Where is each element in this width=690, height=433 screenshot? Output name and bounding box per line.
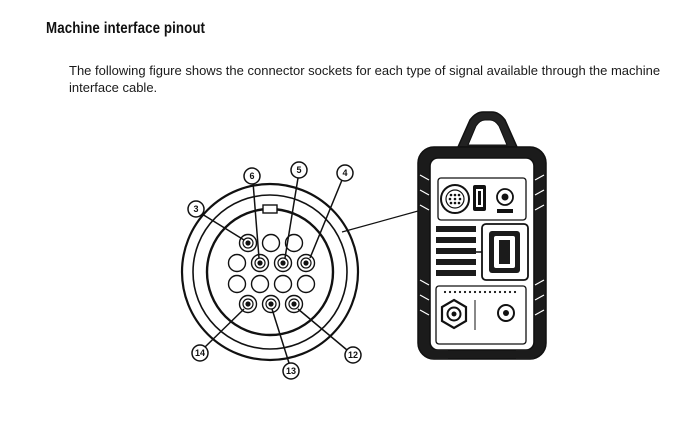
pin-socket-row3-4 xyxy=(296,274,316,294)
callout-12: 12 xyxy=(344,346,362,364)
svg-text:14: 14 xyxy=(195,348,205,358)
callouts: 3 6 5 4 14 13 12 xyxy=(187,161,362,380)
svg-text:12: 12 xyxy=(348,350,358,360)
machine-rear-panel xyxy=(417,111,547,360)
pin-socket-row3-2 xyxy=(250,274,270,294)
svg-text:4: 4 xyxy=(342,168,347,178)
description-paragraph: The following figure shows the connector… xyxy=(69,63,661,95)
svg-text:13: 13 xyxy=(286,366,296,376)
callout-13: 13 xyxy=(282,362,300,380)
pin-dots xyxy=(245,240,309,307)
callout-4: 4 xyxy=(336,164,354,182)
pin-socket-mid-1 xyxy=(227,253,247,273)
pin-socket-row3-3 xyxy=(273,274,293,294)
callout-5: 5 xyxy=(290,161,308,179)
section-title: Machine interface pinout xyxy=(46,20,206,37)
callout-3: 3 xyxy=(187,200,205,218)
svg-text:5: 5 xyxy=(296,165,301,175)
pin-socket-row3-1 xyxy=(227,274,247,294)
svg-text:3: 3 xyxy=(193,204,198,214)
callout-6: 6 xyxy=(243,167,261,185)
pin-socket-top-2 xyxy=(261,233,281,253)
leader-lines xyxy=(201,177,348,364)
pin-socket-top-3 xyxy=(284,233,304,253)
pin-sockets xyxy=(227,233,316,314)
connector-face xyxy=(180,182,360,362)
callout-14: 14 xyxy=(191,344,209,362)
svg-text:6: 6 xyxy=(249,171,254,181)
